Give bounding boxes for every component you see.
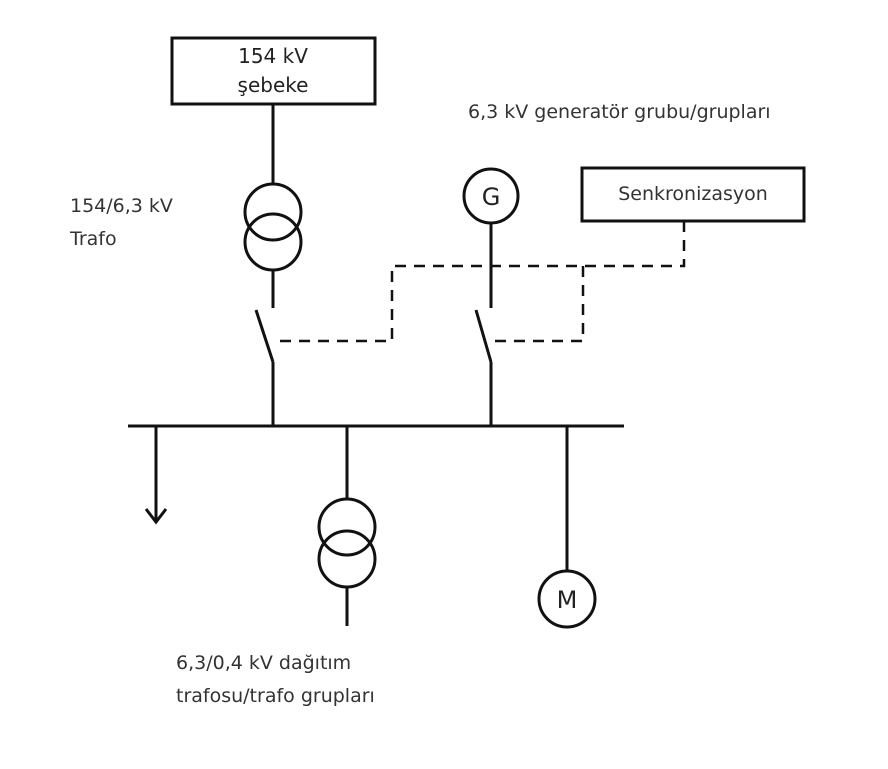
generator: G bbox=[462, 167, 520, 225]
main-transformer-label-line1: 154/6,3 kV bbox=[70, 195, 173, 217]
grid-supply-box bbox=[170, 36, 377, 106]
generator-breaker bbox=[474, 309, 493, 426]
distribution-transformer-primary-coil bbox=[317, 497, 377, 557]
synchronization-label: Senkronizasyon bbox=[618, 183, 768, 205]
main-transformer-primary-coil bbox=[243, 182, 303, 242]
distribution-transformer-secondary-coil bbox=[317, 529, 377, 589]
generator-breaker-blade bbox=[474, 309, 493, 363]
distribution-transformer-label-line1: 6,3/0,4 kV dağıtım bbox=[176, 652, 351, 674]
synchronization-control-wiring bbox=[273, 221, 686, 343]
main-transformer-label-line2: Trafo bbox=[69, 228, 117, 250]
main-transformer-secondary-coil bbox=[243, 212, 303, 272]
generator-symbol-label: G bbox=[482, 183, 501, 211]
sync-to-main-breaker-link bbox=[273, 221, 686, 343]
sync-to-generator-breaker-link bbox=[491, 266, 585, 343]
distribution-transformer-label-line2: trafosu/trafo grupları bbox=[176, 685, 375, 707]
main-breaker-blade bbox=[254, 309, 275, 363]
synchronization-unit: Senkronizasyon bbox=[580, 166, 806, 223]
outgoing-feeder bbox=[144, 426, 168, 525]
arrow-down-icon bbox=[144, 508, 168, 525]
grid-name-label: şebeke bbox=[238, 73, 309, 97]
motor-symbol-label: M bbox=[557, 586, 578, 614]
main-transformer bbox=[243, 182, 303, 272]
generator-group-label: 6,3 kV generatör grubu/grupları bbox=[468, 101, 771, 123]
grid-supply: 154 kV şebeke bbox=[170, 36, 377, 106]
motor: M bbox=[537, 569, 597, 629]
main-transformer-breaker bbox=[254, 309, 275, 426]
grid-voltage-label: 154 kV bbox=[238, 44, 308, 68]
synchronization-box bbox=[580, 166, 806, 223]
motor-circle bbox=[537, 569, 597, 629]
distribution-transformer bbox=[317, 497, 377, 589]
